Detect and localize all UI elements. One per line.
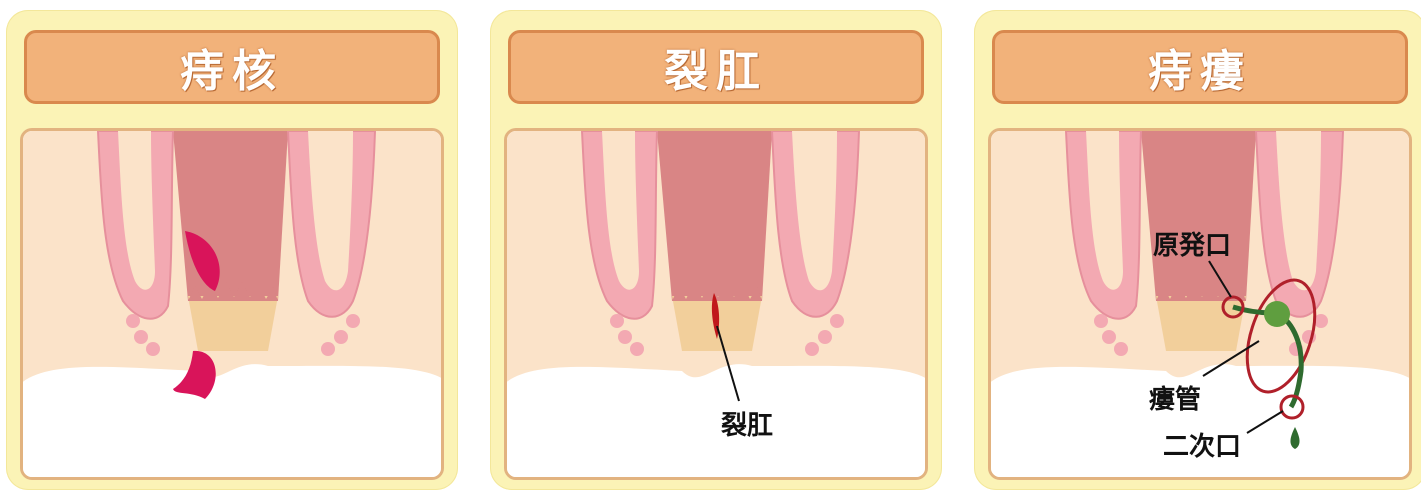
panel-title-anal-fissure: 裂肛: [508, 30, 924, 104]
label-fistula-tract: 瘻管: [1149, 387, 1201, 413]
anatomy-illustration-anal-fistula: 原発口 瘻管 二次口: [988, 128, 1412, 480]
anatomy-illustration-hemorrhoids: [20, 128, 444, 480]
label-anal-fissure: 裂肛: [721, 413, 773, 439]
anatomy-drawing: [991, 131, 1409, 477]
fistula-abscess: [1264, 301, 1290, 327]
anatomy-drawing: [23, 131, 441, 477]
label-primary-opening: 原発口: [1153, 233, 1231, 259]
panel-title-hemorrhoids: 痔核: [24, 30, 440, 104]
panel-anal-fistula: 痔瘻: [974, 10, 1421, 490]
panel-anal-fissure: 裂肛 裂肛: [490, 10, 942, 490]
label-secondary-opening: 二次口: [1163, 434, 1241, 460]
anatomy-drawing: [507, 131, 925, 477]
anatomy-illustration-anal-fissure: 裂肛: [504, 128, 928, 480]
panel-title-anal-fistula: 痔瘻: [992, 30, 1408, 104]
panel-hemorrhoids: 痔核: [6, 10, 458, 490]
